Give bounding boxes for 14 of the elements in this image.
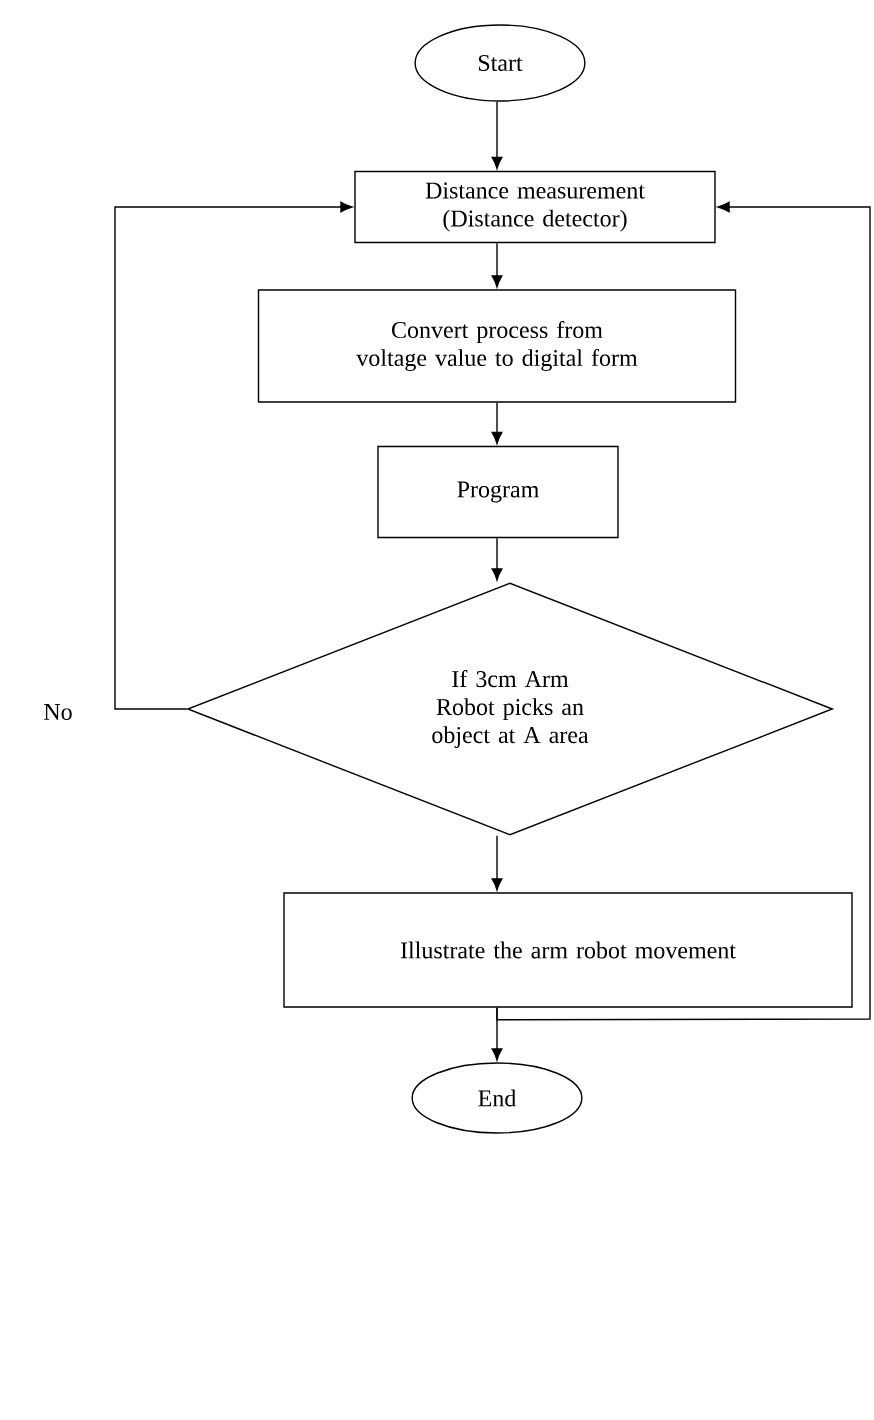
arrow [491, 101, 503, 169]
process-box: Convert process from voltage value to digital form [257, 289, 737, 403]
terminal-oval: End [411, 1062, 583, 1134]
process-box: Distance measurement (Distance detector) [354, 170, 716, 244]
arrow [491, 537, 503, 581]
arrow [496, 201, 871, 1021]
arrow [114, 201, 353, 710]
terminal-oval: Start [414, 24, 586, 102]
arrow [491, 835, 503, 891]
edge-label: No [41, 702, 75, 722]
arrow [491, 402, 503, 444]
process-box: Illustrate the arm robot movement [283, 892, 853, 1008]
process-box: Program [377, 445, 619, 539]
arrow [491, 242, 503, 288]
